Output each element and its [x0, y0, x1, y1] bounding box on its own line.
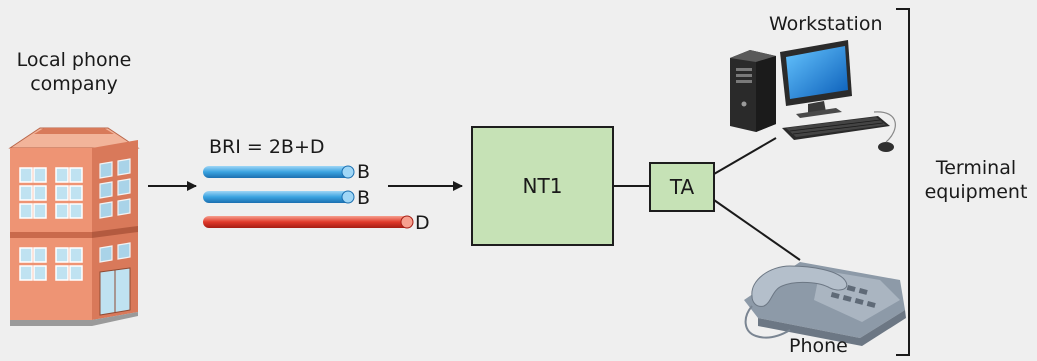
phone-label: Phone — [789, 335, 848, 357]
provider-label-line2: company — [30, 73, 118, 95]
provider-label-line1: Local phone — [16, 49, 132, 71]
workstation-label: Workstation — [769, 13, 883, 35]
terminal-equipment-label: Terminal equipment — [917, 156, 1035, 204]
line-ta-to-phone — [713, 199, 801, 261]
b-channel-bar-2 — [203, 191, 351, 203]
provider-label: Local phone company — [0, 48, 148, 96]
terminal-equipment-bracket — [896, 8, 910, 356]
ta-box: TA — [649, 162, 715, 212]
phone-icon — [744, 262, 906, 346]
b-channel-bar-1 — [203, 166, 351, 178]
b-channel-bar-1-end — [341, 165, 355, 179]
nt1-label: NT1 — [522, 174, 563, 198]
terminal-label-line2: equipment — [924, 181, 1028, 203]
workstation-icon — [730, 40, 896, 152]
bri-channel-bars — [203, 165, 414, 229]
b-channel-label-1: B — [357, 161, 371, 183]
nt1-box: NT1 — [471, 126, 614, 246]
building-icon — [8, 127, 140, 326]
b-channel-label-2: B — [357, 187, 371, 209]
d-channel-bar-end — [400, 215, 414, 229]
d-channel-label: D — [415, 212, 430, 234]
ta-label: TA — [669, 175, 695, 199]
line-ta-to-workstation — [713, 137, 777, 175]
terminal-label-line1: Terminal — [935, 157, 1017, 179]
b-channel-bar-2-end — [341, 190, 355, 204]
d-channel-bar — [203, 216, 410, 228]
bri-label: BRI = 2B+D — [209, 136, 325, 158]
